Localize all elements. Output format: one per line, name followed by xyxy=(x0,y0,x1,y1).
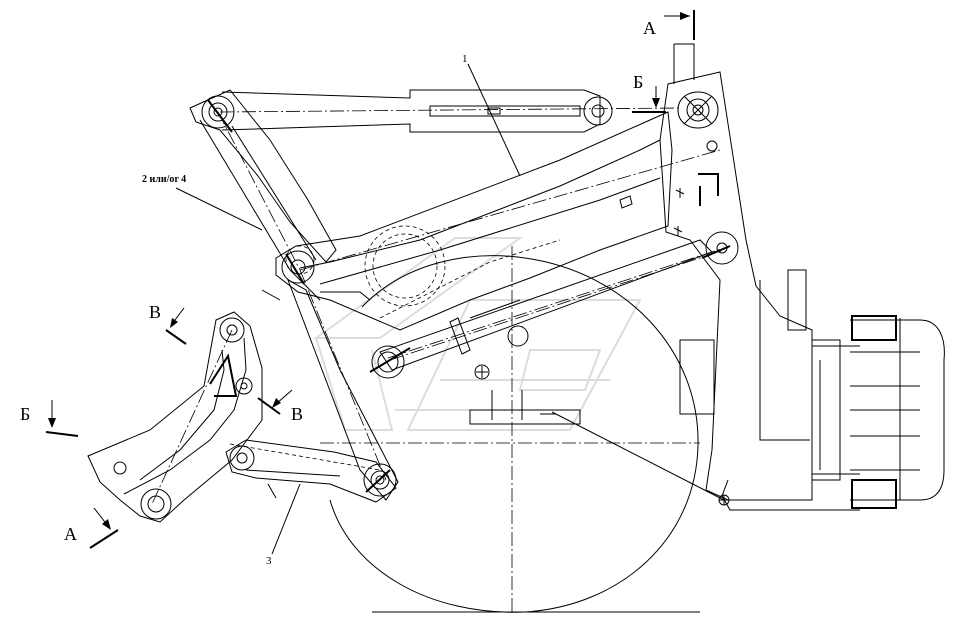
watermark-logo xyxy=(312,237,642,431)
wheel-outline xyxy=(329,255,700,613)
label-part-1: 1 xyxy=(462,53,468,65)
label-part-2-or-4: 2 или/or 4 xyxy=(142,174,186,185)
label-part-3: 3 xyxy=(266,555,272,567)
tilt-cylinder xyxy=(379,239,725,371)
leader-lines xyxy=(175,63,521,555)
bucket-teeth xyxy=(812,315,945,509)
coupler-frame xyxy=(469,269,860,511)
section-mark-b-top: Б xyxy=(633,72,643,92)
section-mark-b-left: Б xyxy=(20,404,30,424)
center-lines xyxy=(151,111,725,615)
section-mark-v-left: В xyxy=(149,302,161,322)
lower-rod xyxy=(261,278,399,501)
section-mark-a-top: А xyxy=(643,18,656,38)
section-arrows xyxy=(45,10,695,549)
lift-cylinder xyxy=(219,89,681,133)
hidden-circles xyxy=(285,225,446,307)
pivot-pins xyxy=(201,95,739,497)
lower-link xyxy=(225,439,397,503)
top-mount xyxy=(659,43,813,501)
boom xyxy=(275,111,673,331)
bucket-linkage xyxy=(87,311,263,523)
section-mark-v-mid: В xyxy=(291,404,303,424)
section-mark-a-bottom: А xyxy=(64,524,77,544)
